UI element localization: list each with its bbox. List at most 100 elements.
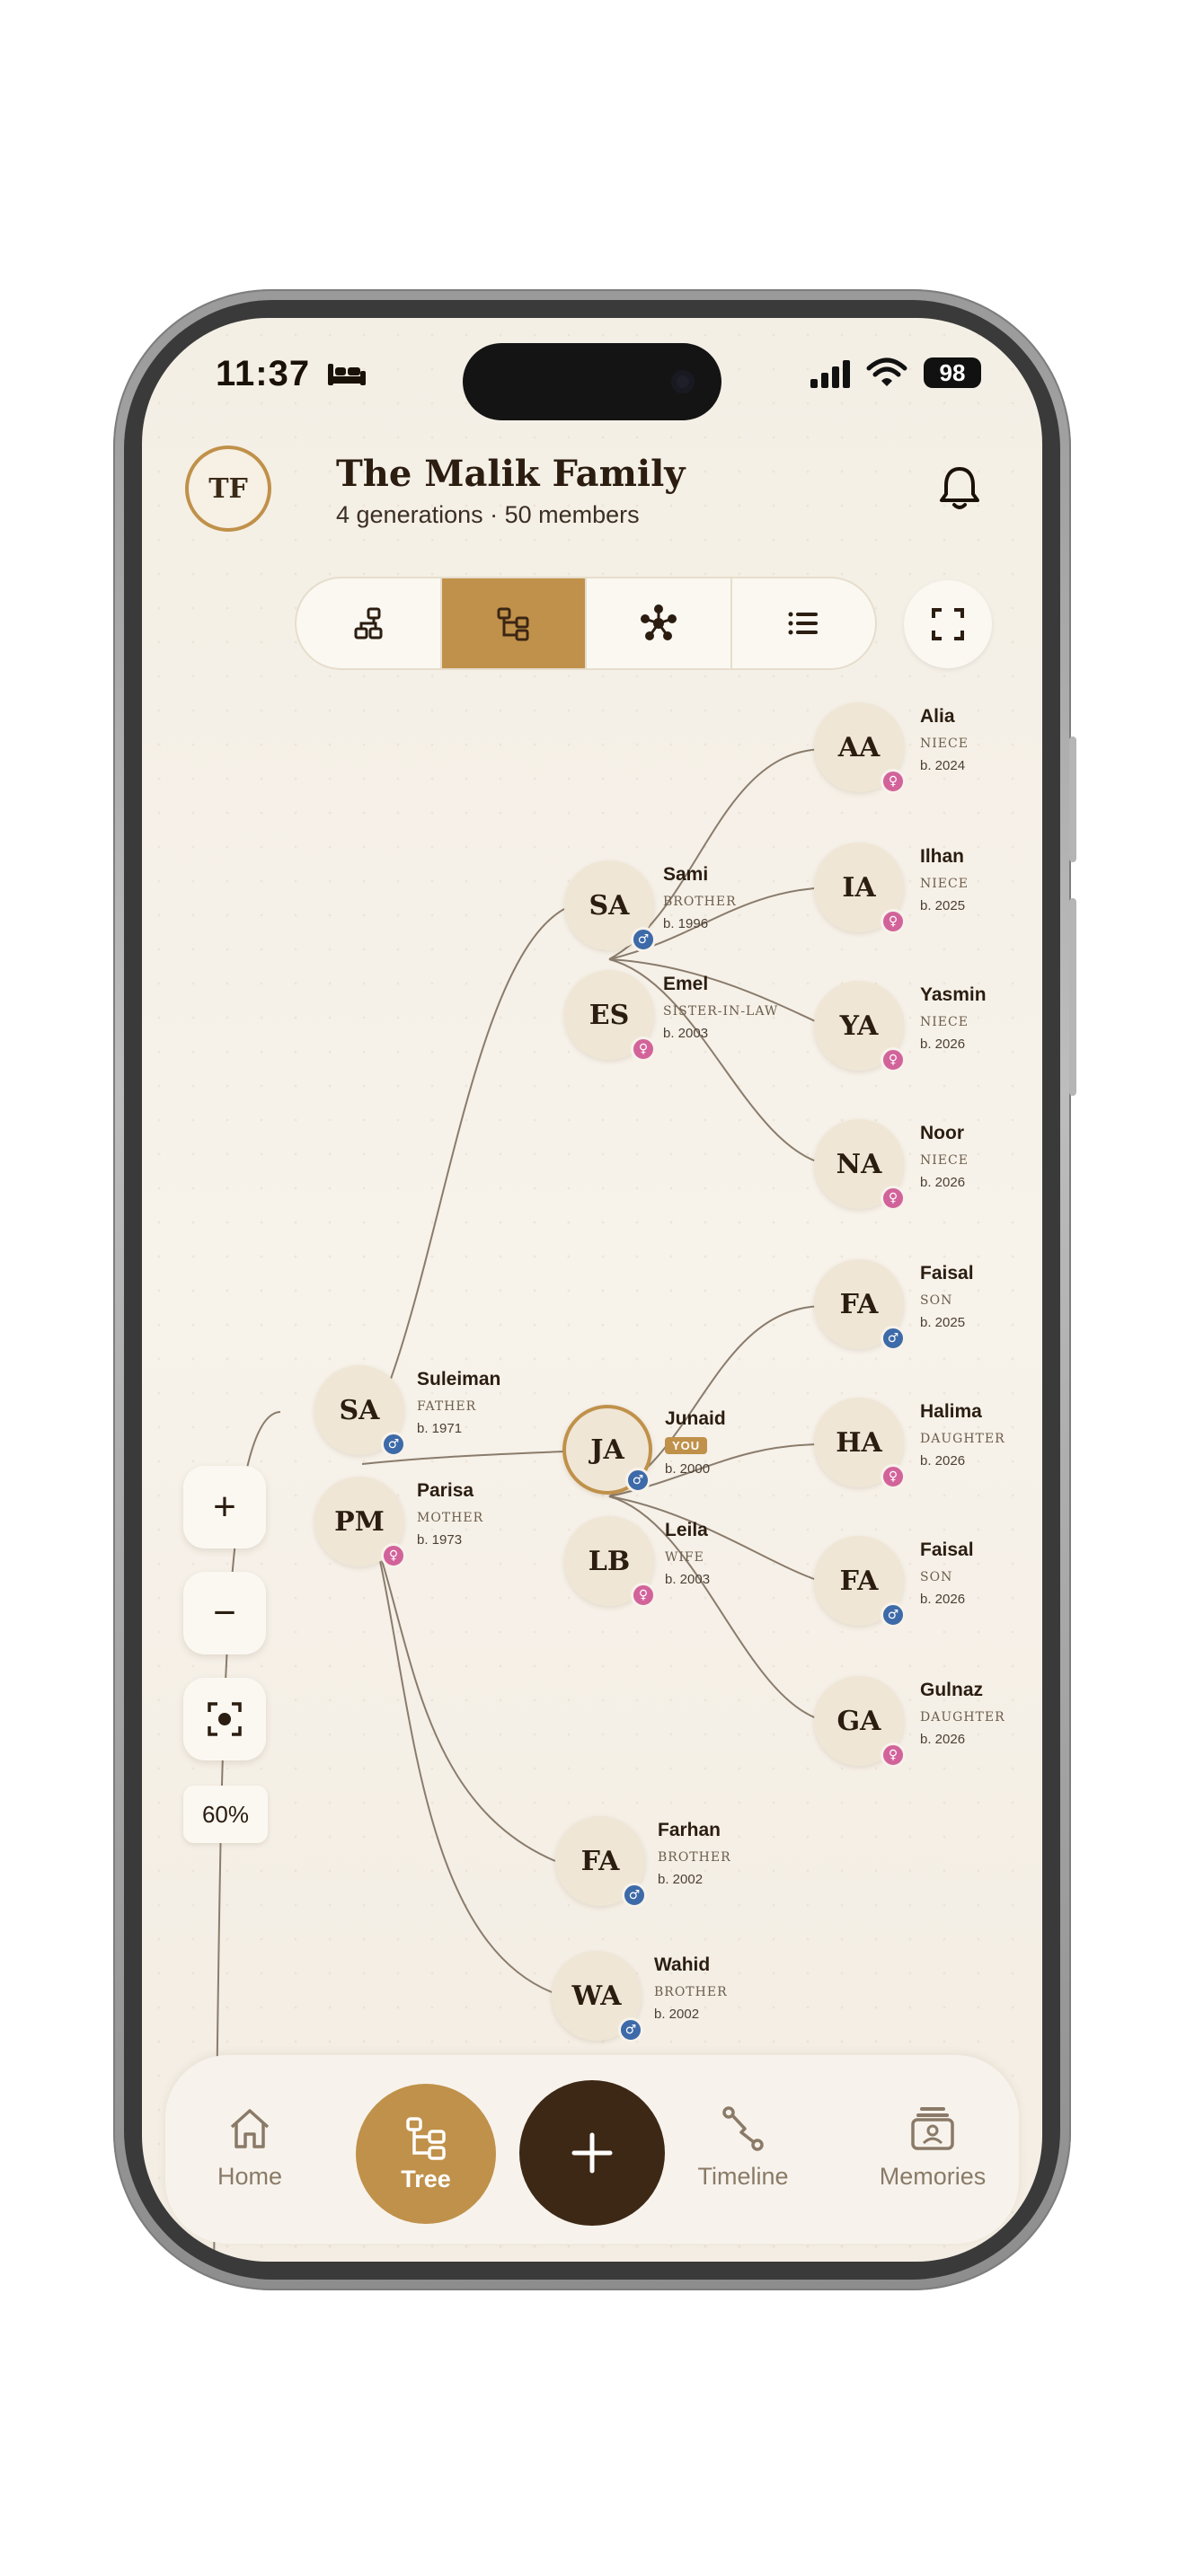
person-name: Alia [920,706,955,727]
person-born: b. 2003 [663,1026,709,1041]
home-icon [230,2109,270,2148]
person-name: Wahid [654,1954,711,1975]
expand-icon [932,608,964,640]
female-icon: ♀ [881,769,906,794]
person-node[interactable]: PM♀ [314,1477,406,1568]
view-network-button[interactable] [587,578,732,668]
view-hierarchy-button[interactable] [296,578,442,668]
person-born: b. 2025 [920,1315,966,1330]
photo-album-icon [911,2107,954,2150]
person-info: Farhan BROTHER b. 2002 [658,1820,731,1887]
tab-memories[interactable]: Memories [861,2104,1005,2191]
person-name: Faisal [920,1539,974,1560]
person-name: Ilhan [920,846,965,867]
person-name: Parisa [417,1480,474,1501]
person-node[interactable]: FA♂ [814,1536,906,1628]
person-role: SON [920,1293,953,1308]
status-time: 11:37 [216,354,367,394]
person-node[interactable]: AA♀ [814,702,906,794]
person-info: Faisal SON b. 2025 [920,1263,974,1330]
person-node[interactable]: SA♂ [564,860,656,952]
side-button [1069,898,1076,1096]
view-list-button[interactable] [732,578,876,668]
person-node[interactable]: GA♀ [814,1676,906,1768]
fullscreen-button[interactable] [904,580,992,668]
tab-home[interactable]: Home [196,2104,304,2191]
add-member-button[interactable] [519,2080,665,2226]
tab-timeline-label: Timeline [697,2163,789,2190]
person-node[interactable]: LB♀ [564,1516,656,1608]
view-mode-switcher [295,577,877,670]
person-info: Junaid YOU b. 2000 [665,1408,726,1477]
person-info: Parisa MOTHER b. 1973 [417,1480,483,1548]
person-name: Suleiman [417,1369,501,1389]
tree-icon [497,607,529,641]
person-name: Leila [665,1520,708,1540]
person-node[interactable]: HA♀ [814,1398,906,1489]
list-icon [788,612,819,635]
person-role: NIECE [920,1015,969,1029]
person-born: b. 1996 [663,916,709,931]
person-node[interactable]: ES♀ [564,970,656,1062]
person-born: b. 2024 [920,758,966,773]
person-name: Junaid [665,1408,726,1429]
female-icon: ♀ [881,1742,906,1768]
female-icon: ♀ [881,909,906,934]
timeline-icon [722,2106,764,2151]
person-born: b. 2026 [920,1037,966,1052]
female-icon: ♀ [881,1464,906,1489]
signal-icon [810,360,850,388]
person-name: Noor [920,1123,964,1143]
person-node[interactable]: FA♂ [555,1816,647,1908]
person-name: Farhan [658,1820,721,1840]
female-icon: ♀ [631,1037,656,1062]
view-tree-button[interactable] [441,578,587,668]
male-icon: ♂ [881,1326,906,1351]
tab-timeline[interactable]: Timeline [685,2104,801,2191]
zoom-in-button[interactable]: + [183,1466,266,1548]
page-subtitle: 4 generations · 50 members [336,501,640,528]
you-badge: YOU [665,1437,708,1454]
person-node[interactable]: SA♂ [314,1365,406,1457]
male-icon: ♂ [618,2017,643,2042]
female-icon: ♀ [631,1583,656,1608]
person-name: Faisal [920,1263,974,1284]
tab-home-label: Home [217,2163,283,2190]
female-icon: ♀ [881,1186,906,1211]
family-avatar[interactable]: TF [185,446,271,532]
person-born: b. 2026 [920,1453,966,1469]
hierarchy-icon [354,607,383,640]
person-info: Ilhan NIECE b. 2025 [920,846,969,913]
tab-memories-label: Memories [879,2163,987,2190]
person-info: Alia NIECE b. 2024 [920,706,969,773]
person-name: Yasmin [920,984,987,1005]
person-born: b. 2003 [665,1572,711,1587]
recenter-button[interactable] [183,1678,266,1760]
tab-tree[interactable]: Tree [356,2084,496,2224]
person-role: BROTHER [654,1985,728,1999]
bell-icon[interactable] [933,462,987,516]
person-name: Sami [663,864,709,885]
person-node[interactable]: WA♂ [552,1951,643,2042]
person-name: Emel [663,974,709,994]
person-role: NIECE [920,877,969,891]
person-role: SON [920,1570,953,1584]
person-name: Gulnaz [920,1680,984,1700]
person-node[interactable]: IA♀ [814,842,906,934]
person-role: WIFE [665,1550,704,1565]
person-born: b. 1973 [417,1532,463,1548]
person-name: Halima [920,1401,982,1422]
person-info: Wahid BROTHER b. 2002 [654,1954,728,2022]
person-info: Yasmin NIECE b. 2026 [920,984,987,1052]
person-node[interactable]: NA♀ [814,1119,906,1211]
zoom-out-button[interactable]: − [183,1572,266,1654]
person-node-you[interactable]: JA♂ [562,1405,652,1495]
person-node[interactable]: YA♀ [814,981,906,1072]
app-screen: 11:37 98 TF The Malik Family 4 generatio… [142,318,1042,2262]
person-born: b. 2002 [658,1872,704,1887]
page-title: The Malik Family [336,453,686,495]
tree-icon [406,2116,446,2160]
person-node[interactable]: FA♂ [814,1259,906,1351]
person-info: Halima DAUGHTER b. 2026 [920,1401,1005,1469]
tab-tree-label: Tree [401,2165,451,2192]
